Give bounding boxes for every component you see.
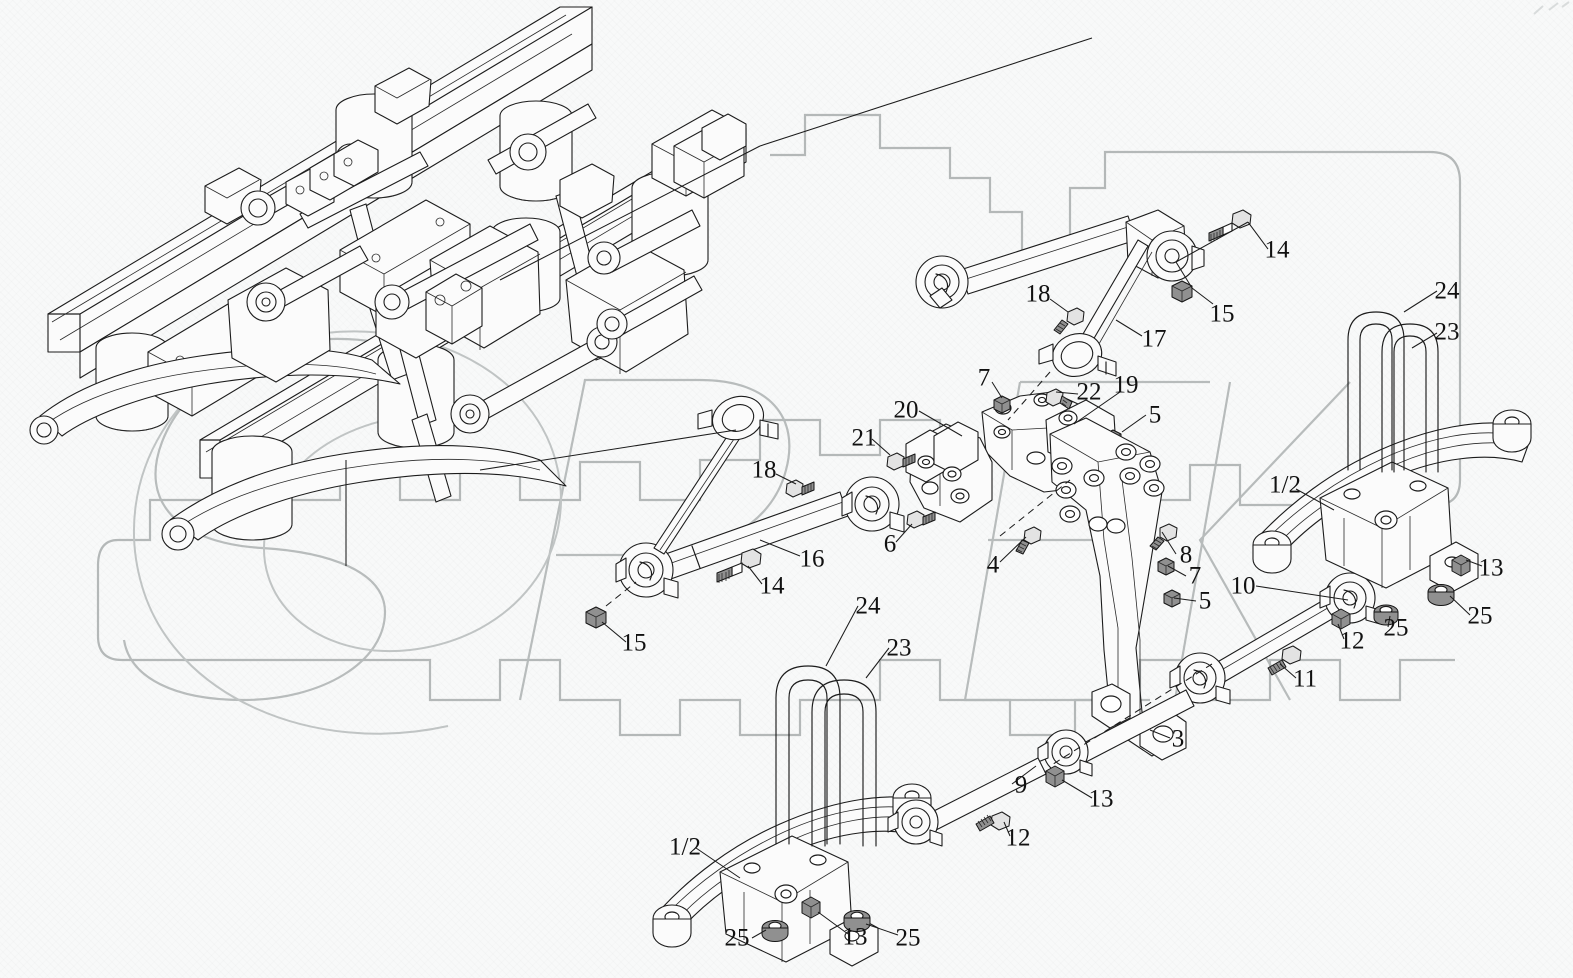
part-1-2-spring-seat-left: [652, 783, 932, 967]
part-15-nut-lower: [585, 606, 607, 629]
callout-25a: 25: [1468, 603, 1493, 630]
callout-5b: 5: [1199, 588, 1212, 615]
part-23-24-u-bolts-right: [1347, 311, 1439, 473]
assembled-torque-rods: [240, 103, 703, 434]
part-12-nut-right: [1331, 608, 1351, 630]
callout-7b: 7: [1189, 563, 1202, 590]
part-7-nut-lower: [1157, 557, 1175, 576]
part-25-nut-bottom-right: [843, 910, 871, 932]
part-18-bolt-upper: [1053, 307, 1085, 335]
part-7-nut-upper: [993, 395, 1011, 414]
part-17-v-rod: [915, 209, 1205, 377]
part-3-control-arm: [1049, 417, 1187, 761]
callout-25b: 25: [1384, 615, 1409, 642]
part-25-nut-right-lower: [1373, 604, 1399, 626]
callout-20: 20: [894, 397, 919, 424]
callout-10: 10: [1231, 573, 1256, 600]
part-22-bolt: [1045, 388, 1073, 410]
callout-25c: 25: [725, 925, 750, 952]
callout-3: 3: [1172, 726, 1185, 753]
watermark-corner-ticks: [1533, 1, 1570, 15]
callout-11: 11: [1293, 666, 1317, 693]
callout-6: 6: [884, 531, 897, 558]
part-8-bolt: [1149, 523, 1178, 551]
part-5-nut-lower: [1163, 589, 1181, 608]
callout-4: 4: [987, 552, 1000, 579]
part-16-transverse-rod: [615, 395, 905, 599]
part-13-nut-bottom: [801, 896, 821, 919]
callout-5a: 5: [1149, 402, 1162, 429]
watermark-gear-outline: [96, 113, 1462, 737]
callout-15b: 15: [622, 630, 647, 657]
callout-19: 19: [1114, 372, 1139, 399]
callout-22: 22: [1077, 379, 1102, 406]
part-21-bolt: [886, 452, 916, 471]
callout-1-2b: 1/2: [669, 834, 701, 861]
part-23-24-u-bolts-left: [775, 665, 877, 847]
part-20-bracket: [905, 421, 993, 523]
callout-15a: 15: [1210, 301, 1235, 328]
part-18-bolt-lower: [785, 479, 815, 498]
part-6-bolt: [906, 510, 936, 529]
callout-13b: 13: [1089, 786, 1114, 813]
part-13-nut-right: [1451, 554, 1471, 577]
part-9-thrust-rod: [887, 689, 1195, 847]
callout-18a: 18: [1026, 281, 1051, 308]
callout-25d: 25: [896, 925, 921, 952]
callout-14b: 14: [760, 573, 786, 600]
callout-13a: 13: [1479, 555, 1504, 582]
callout-12b: 12: [1006, 825, 1031, 852]
arm-upper-left-holes: [1051, 457, 1105, 523]
part-12-bolt-bottom: [975, 811, 1011, 832]
callout-23a: 23: [1435, 319, 1460, 346]
callout-14a: 14: [1265, 237, 1291, 264]
callout-17: 17: [1142, 326, 1167, 353]
callout-7a: 7: [978, 365, 991, 392]
callout-13c: 13: [843, 924, 868, 951]
part-25-nut-bottom-left: [761, 920, 789, 942]
callout-8: 8: [1180, 542, 1193, 569]
callout-12a: 12: [1340, 628, 1365, 655]
assembled-suspension-view: [29, 6, 747, 551]
leader-lines: [345, 37, 1483, 939]
part-4-bolt: [1015, 526, 1042, 555]
bracket-20-holes: [917, 455, 970, 504]
part-13-nut-mid-bottom: [1045, 765, 1065, 788]
callout-16: 16: [800, 546, 825, 573]
callout-24a: 24: [1435, 278, 1461, 305]
callout-18b: 18: [752, 457, 777, 484]
callout-9: 9: [1015, 772, 1028, 799]
part-14-bolt-upper: [1208, 209, 1252, 242]
callout-21: 21: [852, 425, 877, 452]
callout-labels: 14 15 18 17 24 23 7 22 19 5 20 21 18 16 …: [622, 237, 1504, 952]
callout-1-2a: 1/2: [1269, 472, 1301, 499]
part-1-2-spring-seat-right: [1252, 409, 1532, 593]
callout-23b: 23: [887, 635, 912, 662]
part-15-nut-upper: [1171, 280, 1193, 303]
part-25-nut-right-upper: [1427, 584, 1455, 606]
callout-24b: 24: [856, 593, 882, 620]
arm-upper-right-holes: [1115, 443, 1165, 497]
part-11-bolt: [1267, 645, 1302, 676]
part-14-bolt-lower: [716, 548, 762, 583]
